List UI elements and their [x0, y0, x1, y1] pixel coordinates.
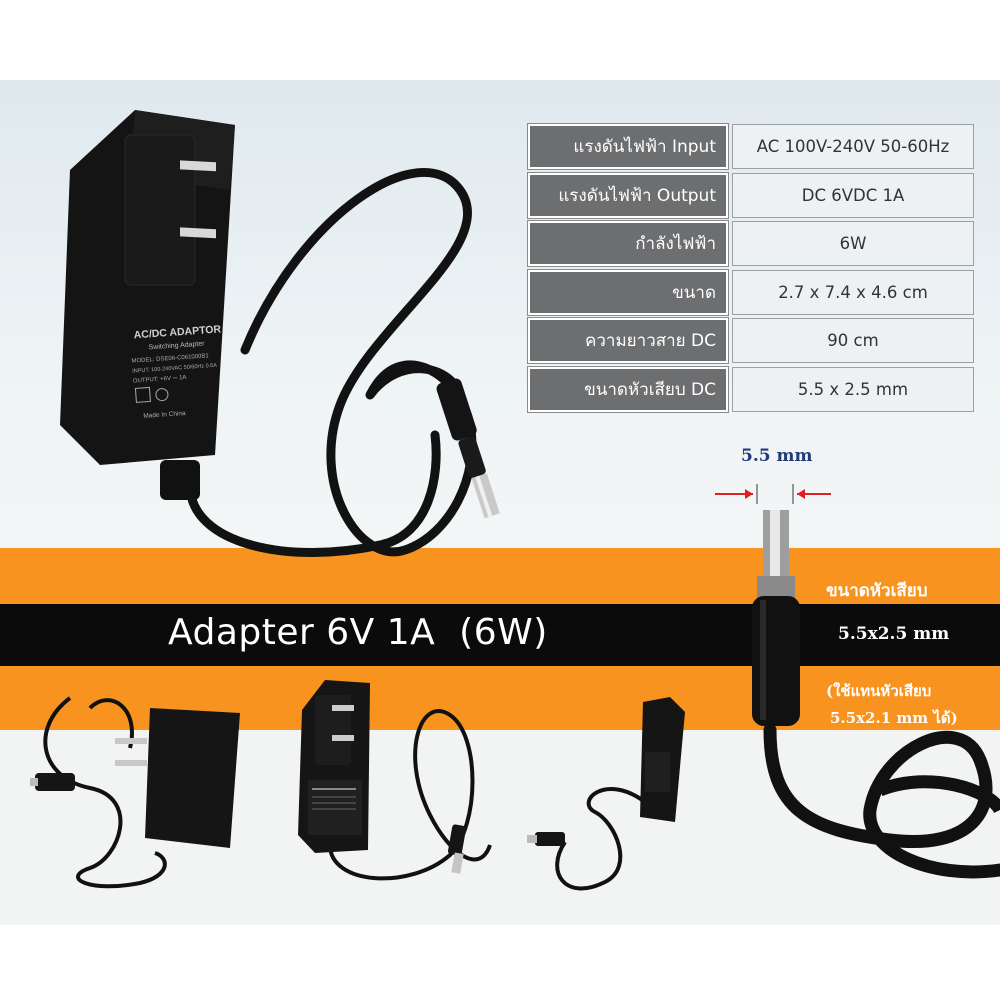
spec-value: DC 6VDC 1A: [732, 172, 974, 218]
plug-dimension-label: 5.5 mm: [741, 446, 813, 466]
label-line-4: INPUT: 100-240VAC 50/60Hz 0.6A: [132, 363, 217, 375]
dimension-arrows: [715, 484, 831, 504]
dc-plug-image: [752, 510, 1000, 879]
adapter-main-image: AC/DC ADAPTOR Switching Adapter MODEL: D…: [60, 110, 500, 557]
spec-value: AC 100V-240V 50-60Hz: [732, 124, 974, 169]
adapter-side-image: [30, 696, 240, 889]
title-band: [0, 604, 1000, 666]
plug-note-line-1: (ใช้แทนหัวเสียบ: [826, 682, 932, 700]
spec-label: แรงดันไฟฟ้า Input: [527, 123, 729, 170]
spec-label: กำลังไฟฟ้า: [527, 220, 729, 267]
adapter-front-image: [298, 680, 492, 881]
spec-value: 6W: [732, 221, 974, 266]
product-title: Adapter 6V 1A (6W): [168, 612, 548, 653]
label-line-2: Switching Adapter: [148, 340, 205, 351]
spec-value: 5.5 x 2.5 mm: [732, 366, 974, 412]
label-line-6: Made In China: [143, 410, 186, 420]
spec-label: ขนาดหัวเสียบ DC: [527, 365, 729, 413]
plug-size: 5.5x2.5 mm: [838, 624, 950, 644]
spec-value: 2.7 x 7.4 x 4.6 cm: [732, 269, 974, 315]
spec-label: แรงดันไฟฟ้า Output: [527, 171, 729, 219]
spec-value: 90 cm: [732, 318, 974, 363]
adapter-back-image: [527, 697, 685, 891]
orange-band-top: [0, 548, 1000, 604]
plug-note-line-2: 5.5x2.1 mm ได้): [830, 709, 958, 727]
label-line-5: OUTPUT: +6V ⎓ 1A: [133, 375, 187, 385]
spec-label: ความยาวสาย DC: [527, 317, 729, 364]
label-line-3: MODEL: DSE06-C061000B1: [131, 353, 209, 364]
spec-label: ขนาด: [527, 268, 729, 316]
plug-heading: ขนาดหัวเสียบ: [826, 581, 928, 601]
